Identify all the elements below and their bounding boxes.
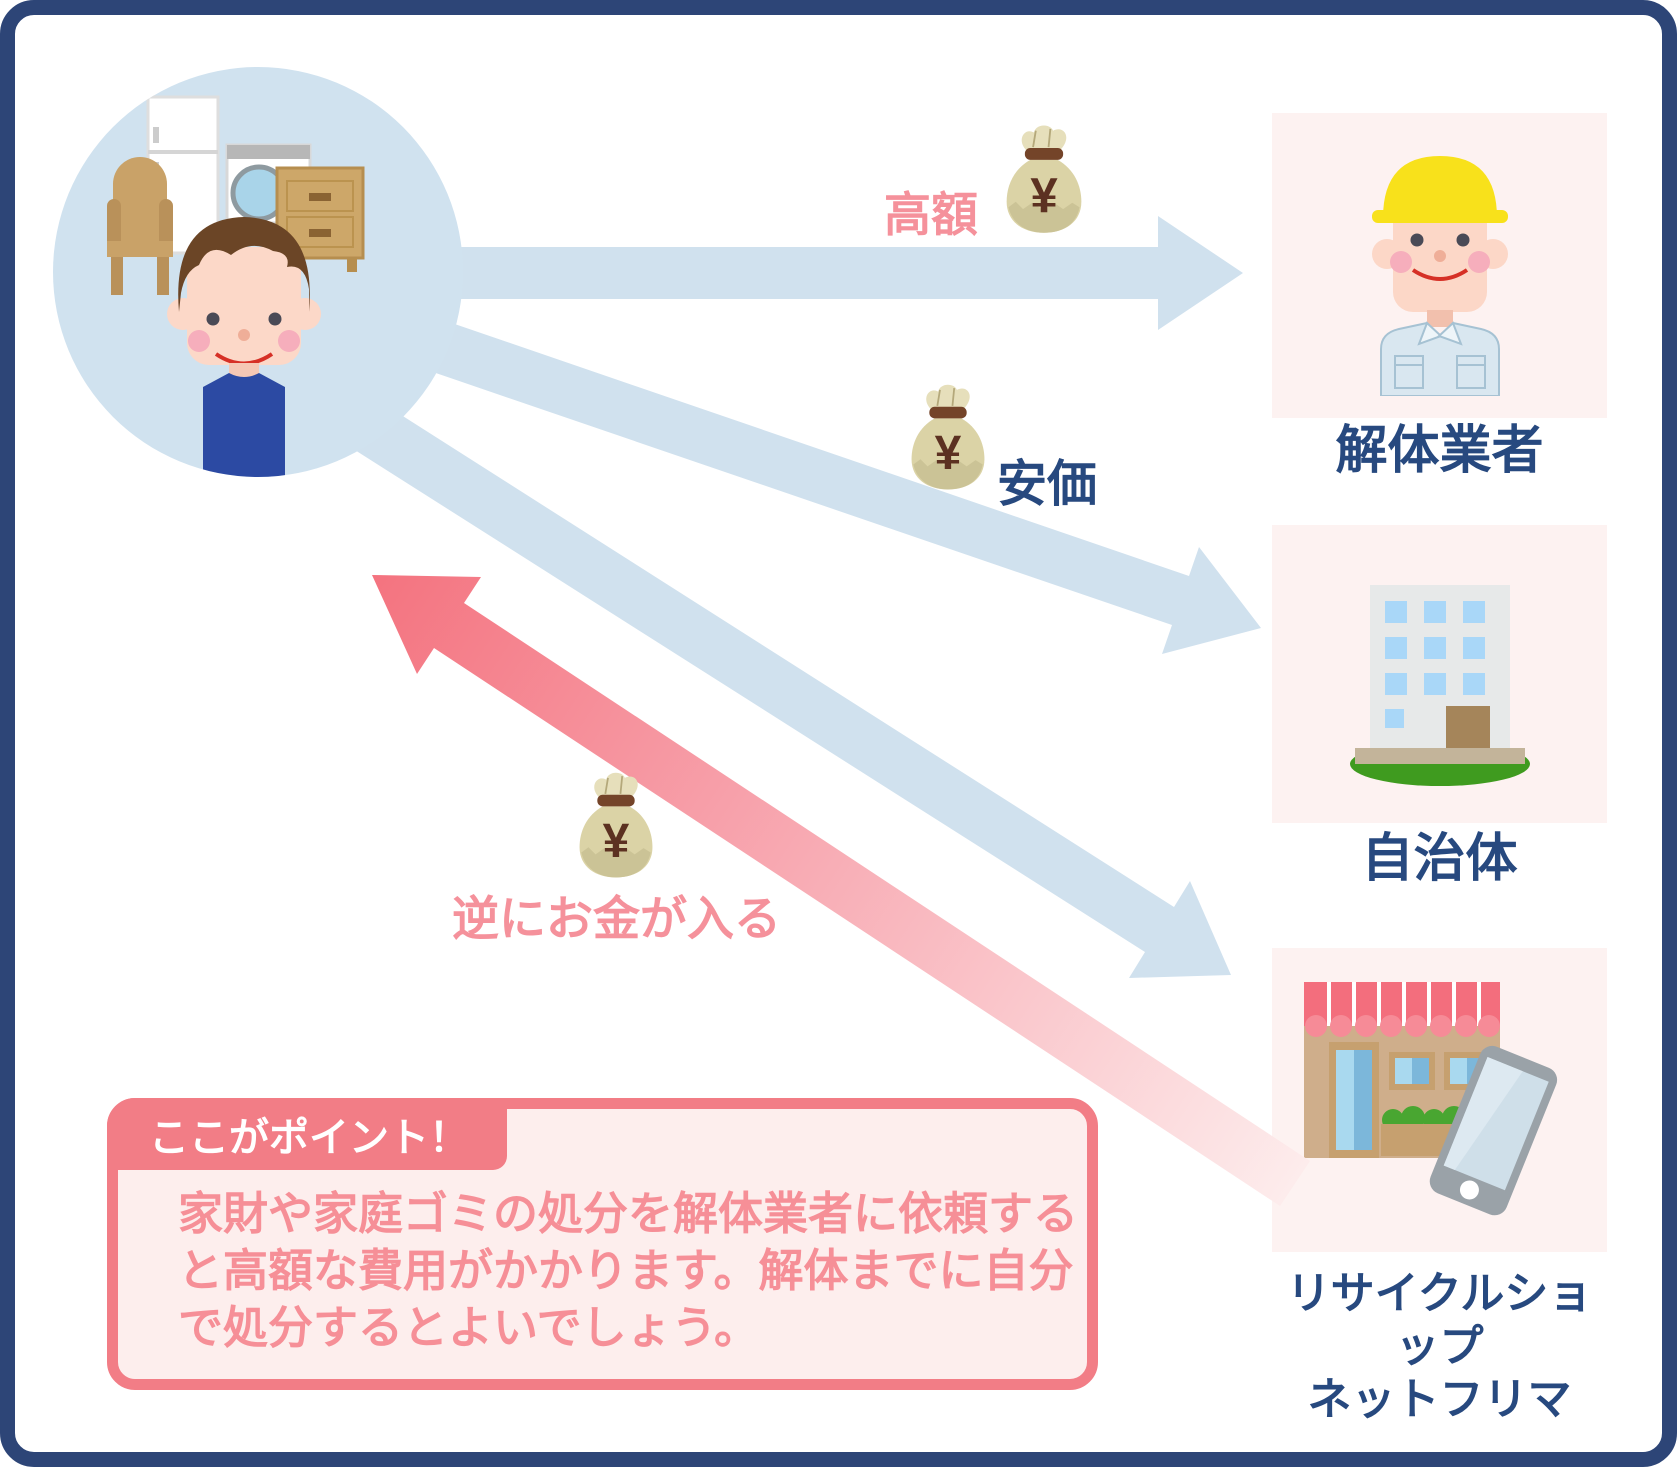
arrow-money-back [372, 575, 1310, 1206]
money-back-label: 逆にお金が入る [452, 892, 781, 945]
point-line: 家財や家庭ゴミの処分を解体業者に依頼する [178, 1188, 1079, 1239]
person-with-household-furniture-icon [53, 67, 463, 477]
point-box-header-text: ここがポイント！ [149, 1116, 469, 1160]
destination-label-demolition: 解体業者 [1335, 422, 1544, 480]
destination-panel-municipality [1272, 525, 1607, 823]
svg-text:¥: ¥ [935, 427, 962, 480]
fee-label-cheap: 安価 [997, 456, 1097, 512]
arrow-to-demolition [455, 216, 1243, 330]
point-line: で処分するとよいでしょう。 [178, 1302, 759, 1353]
point-box: ここがポイント！ 家財や家庭ゴミの処分を解体業者に依頼する と高額な費用がかかり… [107, 1098, 1098, 1390]
destination-label-recycle-line2: ネットフリマ [1307, 1374, 1572, 1424]
destination-label-recycle: リサイクルショップ ネットフリマ [1272, 1268, 1607, 1426]
destination-panel-demolition [1272, 113, 1607, 418]
point-line: と高額な費用がかかります。解体までに自分 [178, 1245, 1074, 1296]
government-building-icon [1349, 584, 1530, 786]
point-box-header: ここがポイント！ [107, 1098, 507, 1170]
destination-panel-recycle [1272, 948, 1607, 1252]
fee-label-expensive: 高額 [884, 188, 978, 241]
recycle-shop-smartphone-icon [1303, 982, 1557, 1216]
arrow-to-recycle [336, 392, 1231, 978]
money-bag-icon: ¥ [1006, 125, 1082, 233]
arrow-to-municipality [427, 320, 1261, 654]
svg-text:¥: ¥ [1030, 168, 1058, 223]
svg-text:¥: ¥ [603, 815, 630, 868]
money-bag-icon: ¥ [911, 384, 985, 490]
construction-worker-icon [1371, 155, 1508, 396]
destination-label-municipality: 自治体 [1361, 830, 1518, 888]
destination-label-recycle-line1: リサイクルショップ [1286, 1269, 1593, 1371]
point-box-text: 家財や家庭ゴミの処分を解体業者に依頼する と高額な費用がかかります。解体までに自… [178, 1185, 1078, 1356]
money-bag-icon: ¥ [579, 772, 653, 878]
